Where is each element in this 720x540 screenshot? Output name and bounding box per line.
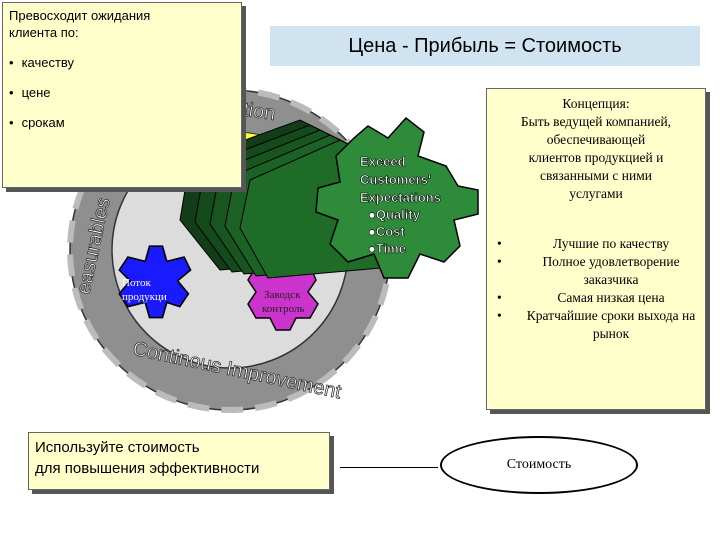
- concept-item-price: Самая низкая цена: [497, 289, 701, 307]
- expectations-box: Превосходит ожидания клиента по: качеств…: [2, 2, 242, 188]
- concept-line-2: обеспечивающей: [546, 132, 646, 147]
- green-gear-line-6: ●Time: [368, 241, 406, 256]
- expectations-item-quality: качеству: [9, 55, 75, 70]
- concept-line-1: Быть ведущей компанией,: [520, 114, 672, 129]
- concept-line-4: связанными с ними: [540, 168, 652, 183]
- green-gear-line-2: Customers': [360, 172, 431, 187]
- expectations-title-line-1: Превосходит ожидания: [9, 8, 151, 23]
- blue-gear-label-1: Поток: [122, 277, 151, 289]
- concept-line-5: услугами: [569, 186, 623, 201]
- concept-box: Концепция: Быть ведущей компанией, обесп…: [486, 88, 706, 410]
- concept-item-quality: Лучшие по качеству: [497, 235, 701, 253]
- magenta-gear-label-1: Заводск: [264, 289, 301, 301]
- concept-text: Концепция: Быть ведущей компанией, обесп…: [491, 95, 701, 203]
- concept-item-satisfaction: Полное удовлетворение заказчика: [497, 253, 701, 289]
- magenta-gear-label-2: контроль: [262, 303, 304, 315]
- page-title: Цена - Прибыль = Стоимость: [270, 26, 700, 66]
- concept-title: Концепция:: [562, 96, 630, 111]
- concept-item-time: Кратчайшие сроки выхода на рынок: [497, 307, 701, 343]
- blue-gear: Поток продукци: [118, 245, 192, 319]
- value-box: Используйте стоимость для повышения эффе…: [28, 432, 330, 490]
- concept-list: Лучшие по качеству Полное удовлетворение…: [497, 235, 701, 343]
- green-gear-line-1: Exceed: [360, 154, 406, 169]
- blue-gear-label-2: продукци: [122, 291, 167, 303]
- expectations-title-line-2: клиента по:: [9, 25, 79, 40]
- green-gear: Exceed Customers' Expectations ●Quality …: [315, 116, 479, 279]
- value-box-line-1: Используйте стоимость: [35, 439, 200, 456]
- expectations-item-price: цене: [9, 85, 51, 100]
- concept-line-3: клиентов продукцией и: [528, 150, 664, 165]
- cost-oval: Стоимость: [440, 436, 638, 494]
- green-gear-line-5: ●Cost: [368, 224, 405, 239]
- green-gear-line-4: ●Quality: [368, 207, 421, 222]
- green-gear-line-3: Expectations: [360, 190, 441, 205]
- connector-line: [340, 467, 438, 468]
- value-box-line-2: для повышения эффективности: [35, 460, 260, 477]
- expectations-item-time: срокам: [9, 115, 65, 130]
